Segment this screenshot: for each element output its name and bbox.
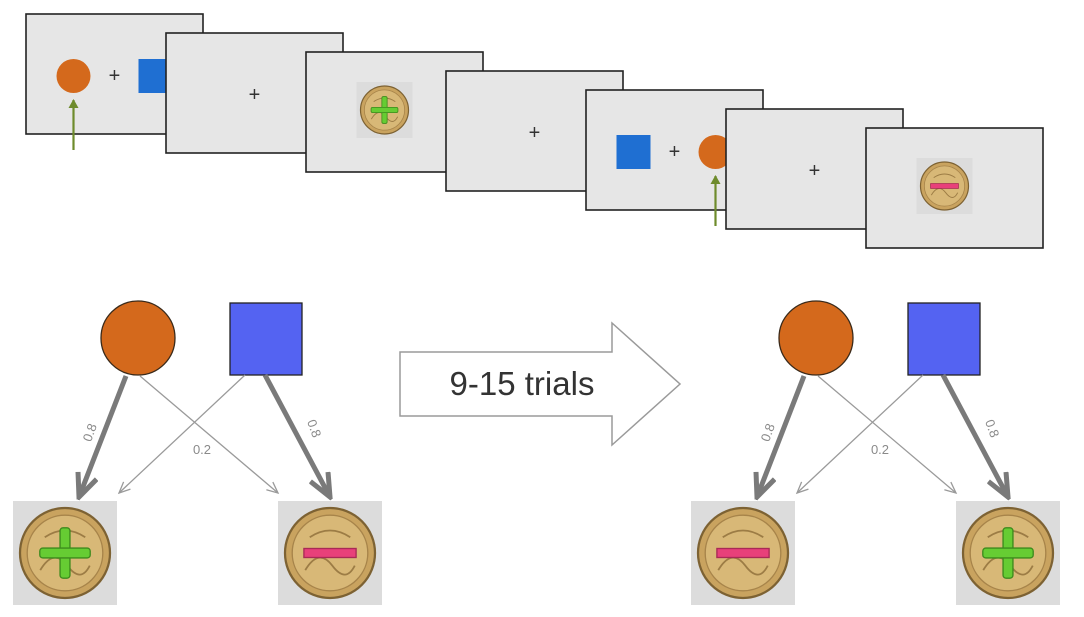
option-square [907,302,981,376]
coin-minus [916,158,973,214]
plus-icon [39,547,91,559]
plus-icon [370,106,399,114]
common-transition-arrow [262,373,330,497]
rare-probability-label: 0.2 [871,442,889,457]
common-transition-arrow [940,373,1008,497]
coin-engraving [930,188,959,198]
coin-engraving [309,529,351,539]
minus-icon [303,547,357,559]
rare-transition-arrow [795,374,924,495]
minus-icon [716,547,770,559]
coin-plus [13,501,117,605]
coin-engraving [717,556,769,576]
coin-engraving [304,556,356,576]
coin-plus [356,82,413,138]
rare-transition-arrow [117,374,246,495]
common-transition-arrow [79,375,129,497]
coin-minus [691,501,795,605]
minus-icon [930,183,959,189]
trial-sequence: + + + + + [25,13,1044,249]
option-circle [100,300,176,376]
fixation-cross: + [809,160,821,182]
option-square [616,135,651,169]
rare-transition-arrow [817,375,958,495]
transition-label: 9-15 trials [450,365,595,402]
transition-block: 9-15 trials [399,321,682,447]
common-probability-label: 0.8 [982,417,1002,439]
coin-engraving [722,529,764,539]
coin-minus [278,501,382,605]
option-square [229,302,303,376]
transition-arrow [399,321,682,447]
common-probability-label: 0.8 [758,421,778,443]
option-circle [778,300,854,376]
outcome-scheme-after: 0.8 0.8 0.2 [691,300,1060,605]
coin-plus [956,501,1060,605]
common-transition-arrow [757,375,807,497]
fixation-cross: + [249,84,261,106]
rare-transition-arrow [139,375,280,495]
trial-screen-7 [865,127,1044,249]
coin-engraving [933,173,956,179]
common-probability-label: 0.8 [304,417,324,439]
fixation-cross: + [669,141,681,163]
outcome-scheme-before: 0.8 0.8 0.2 [13,300,382,605]
fixation-cross: + [109,65,121,87]
option-circle [56,59,91,93]
common-probability-label: 0.8 [80,421,100,443]
fixation-cross: + [529,122,541,144]
rare-probability-label: 0.2 [193,442,211,457]
option-circle [698,135,733,169]
plus-icon [982,547,1034,559]
